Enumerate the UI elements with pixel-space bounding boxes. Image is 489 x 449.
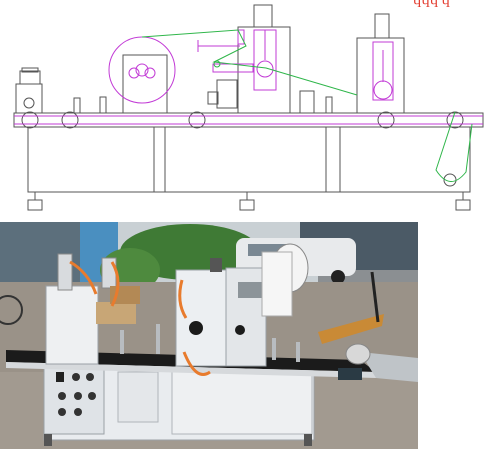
- right-head-housing: [356, 37, 405, 114]
- foot-middle: [239, 199, 255, 211]
- machine-schematic-drawing: ЧЧЧ Ч: [13, 0, 484, 211]
- unwind-stand: [122, 54, 168, 114]
- table-frame: [27, 126, 471, 193]
- foot-right: [455, 199, 471, 211]
- machine-photo: [0, 222, 418, 449]
- left-print-head: [45, 285, 99, 365]
- drawing-corner-label: ЧЧЧ Ч: [413, 0, 451, 10]
- table-top: [13, 112, 484, 128]
- foot-left: [27, 199, 43, 211]
- orange-air-tubing: [178, 279, 188, 319]
- unwind-roll-outline: [108, 36, 176, 104]
- control-panel: [56, 372, 96, 416]
- middle-head-housing: [237, 26, 291, 114]
